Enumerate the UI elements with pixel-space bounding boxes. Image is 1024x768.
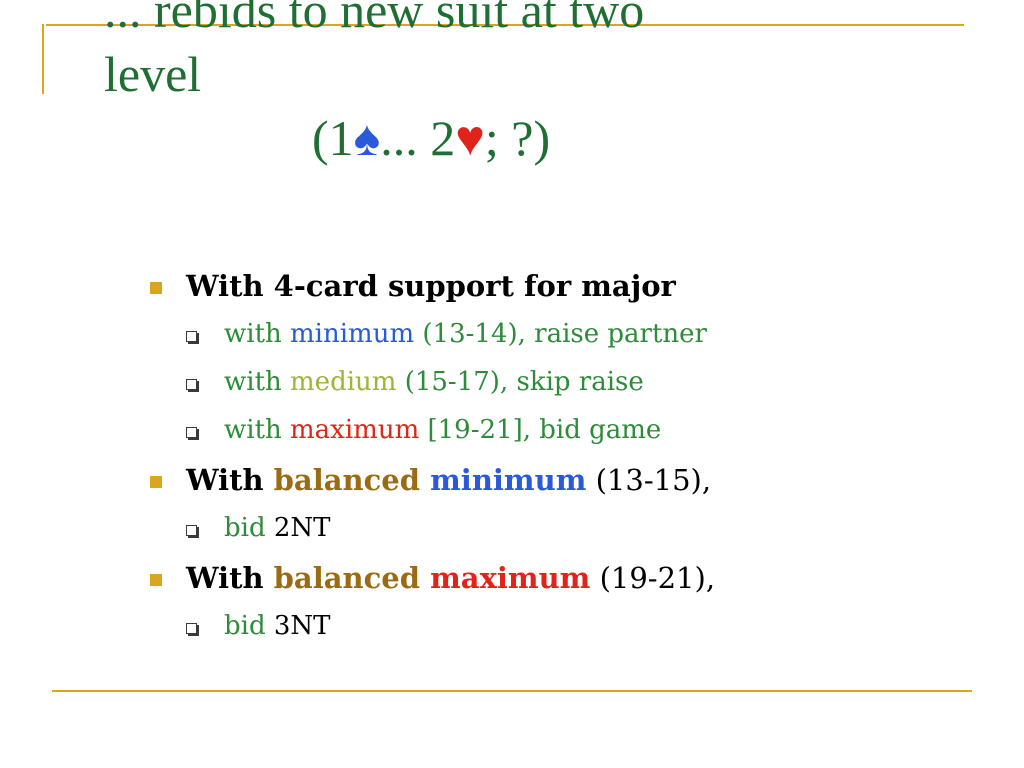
left-divider-line <box>42 24 44 94</box>
bullet-item-support: With 4-card support for major <box>150 262 980 310</box>
hollow-square-bullet-icon <box>186 379 197 390</box>
sub-item-minimum: with minimum (13-14), raise partner <box>150 310 980 358</box>
sub-rest: (13-14), raise partner <box>414 319 707 349</box>
hollow-square-bullet-icon <box>186 331 197 342</box>
square-bullet-icon <box>150 282 162 294</box>
sub-item-medium: with medium (15-17), skip raise <box>150 358 980 406</box>
auction-close: ; ?) <box>484 110 551 166</box>
hollow-square-bullet-icon <box>186 525 197 536</box>
bid-value: 2NT <box>273 513 331 543</box>
sub-prefix: with <box>224 415 291 445</box>
heart-icon: ♥ <box>455 110 485 166</box>
bullet-item-balanced-maximum: With balanced maximum (19-21), <box>150 554 980 602</box>
auction-mid: ... 2 <box>380 110 456 166</box>
sub-item-bid-2nt: bid 2NT <box>150 504 980 552</box>
bullet-item-balanced-minimum: With balanced minimum (13-15), <box>150 456 980 504</box>
heading-range: (19-21), <box>590 561 716 595</box>
square-bullet-icon <box>150 574 162 586</box>
keyword-balanced: balanced <box>273 463 421 497</box>
keyword-minimum: minimum <box>290 319 415 349</box>
title-line-1: ... rebids to new suit at two <box>104 0 645 38</box>
hollow-square-bullet-icon <box>186 623 197 634</box>
hollow-square-bullet-icon <box>186 427 197 438</box>
keyword-maximum: maximum <box>290 415 420 445</box>
auction-open: (1 <box>312 110 354 166</box>
sub-prefix: bid <box>224 611 274 641</box>
bid-value: 3NT <box>273 611 331 641</box>
keyword-balanced: balanced <box>273 561 421 595</box>
top-divider-line <box>46 24 964 26</box>
bullet-heading: With 4-card support for major <box>186 269 676 303</box>
title-line-2: level <box>104 46 202 102</box>
title-auction: (1♠... 2♥; ?) <box>104 106 984 170</box>
keyword-medium: medium <box>290 367 397 397</box>
heading-prefix: With <box>186 463 274 497</box>
bullet-list: With 4-card support for major with minim… <box>150 260 980 650</box>
bottom-divider-line <box>52 690 972 692</box>
heading-range: (13-15), <box>586 463 712 497</box>
sub-item-bid-3nt: bid 3NT <box>150 602 980 650</box>
sub-prefix: with <box>224 367 291 397</box>
sub-prefix: with <box>224 319 291 349</box>
sub-prefix: bid <box>224 513 274 543</box>
slide-title: ... rebids to new suit at two level (1♠.… <box>104 0 984 170</box>
keyword-minimum: minimum <box>430 463 587 497</box>
heading-prefix: With <box>186 561 274 595</box>
square-bullet-icon <box>150 476 162 488</box>
spade-icon: ♠ <box>353 110 381 166</box>
keyword-maximum: maximum <box>430 561 591 595</box>
sub-rest: [19-21], bid game <box>419 415 662 445</box>
sub-rest: (15-17), skip raise <box>396 367 644 397</box>
sub-item-maximum: with maximum [19-21], bid game <box>150 406 980 454</box>
